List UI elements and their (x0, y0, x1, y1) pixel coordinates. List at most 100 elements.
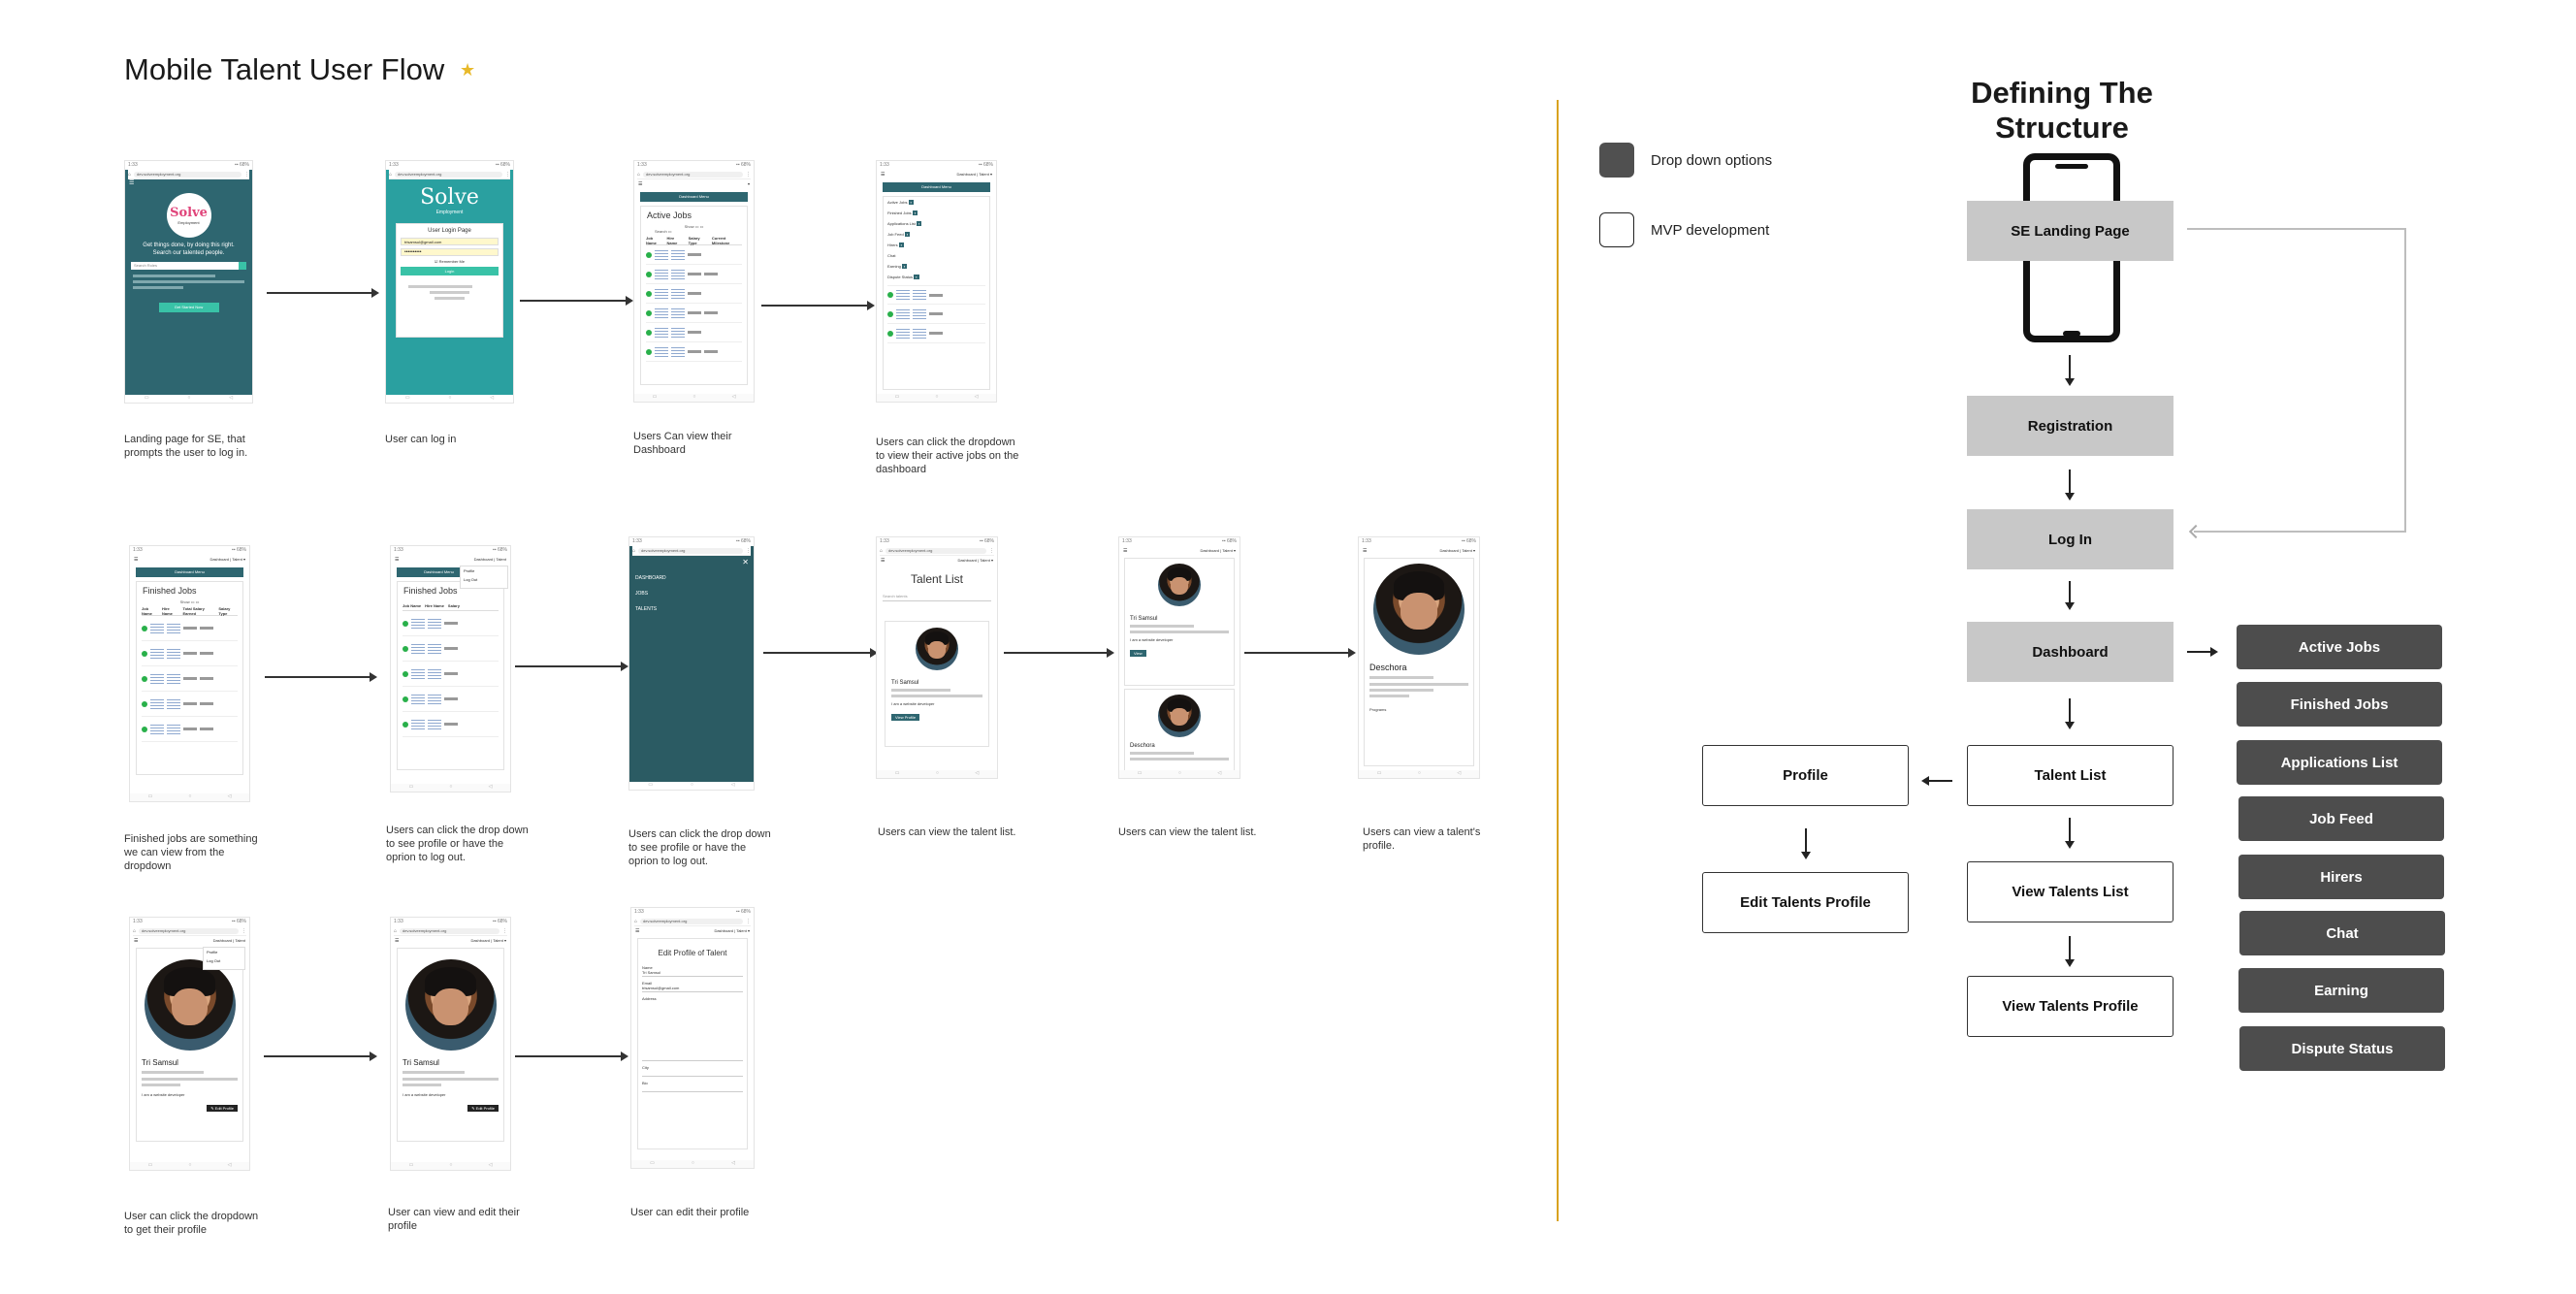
dropdown-item-logout[interactable]: Log Out (464, 577, 478, 582)
email-field[interactable]: trisamsul@gmail.com (642, 986, 743, 992)
arrow (515, 662, 628, 671)
search-input[interactable]: Search Roles (131, 262, 246, 270)
remember-checkbox[interactable]: ☑ Remember Me (434, 259, 466, 264)
caption: Users can click the drop down to see pro… (628, 828, 771, 867)
table-row[interactable] (646, 284, 742, 304)
caption: Finished jobs are something we can view … (124, 833, 258, 872)
profile-card: Tri Samsul I am a website developer ✎ Ed… (136, 948, 243, 1142)
phone-finished-dropdown: 1:33▪▪ 68% ☰Dashboard | Talent Dashboard… (390, 545, 511, 793)
table-row[interactable] (646, 342, 742, 362)
phone-my-profile: 1:33▪▪ 68% ⌂dev.solveemployment.org⋮ ☰Da… (390, 917, 511, 1171)
avatar (144, 959, 236, 1051)
dropdown-item[interactable]: Dispute Status ▪ (887, 275, 919, 279)
dropdown-item[interactable]: Job Feed ▪ (887, 232, 911, 237)
table-row[interactable] (402, 687, 499, 712)
menu-icon[interactable]: ☰ (638, 180, 643, 187)
legend-dropdown-label: Drop down options (1651, 152, 1773, 169)
dropdown-item[interactable]: Earning ▪ (887, 264, 908, 269)
legend-mvp-label: MVP development (1651, 222, 1770, 239)
arrowhead (2188, 524, 2204, 539)
phone-finished-jobs: 1:33▪▪ 68% ☰Dashboard | Talent ▾ Dashboa… (129, 545, 250, 802)
avatar (1158, 564, 1201, 606)
table-row[interactable] (142, 692, 238, 717)
table-row[interactable] (142, 616, 238, 641)
table-row[interactable] (646, 323, 742, 342)
table-row[interactable] (646, 304, 742, 323)
phone-talent-list: 1:33▪▪ 68% ⌂dev.solveemployment.org⋮ ☰Da… (876, 536, 998, 779)
dashboard-menu[interactable]: Dashboard Menu (640, 192, 748, 202)
flow-se-landing: SE Landing Page (1967, 201, 2174, 261)
dropdown-job-feed: Job Feed (2238, 796, 2444, 841)
phone-login: 1:33▪▪ 68% ⌂dev.solveemployment.org⋮ Sol… (385, 160, 514, 404)
dropdown-item[interactable]: Finished Jobs ▪ (887, 210, 918, 215)
dropdown-item-profile[interactable]: Profile (207, 950, 218, 954)
caption: User can edit their profile (630, 1207, 750, 1218)
table-row[interactable] (646, 245, 742, 265)
talent-card[interactable]: Tri Samsul I am a website developer View (1124, 558, 1235, 686)
address-field[interactable] (642, 1001, 743, 1061)
caption: User can click the dropdown to get their… (124, 1211, 259, 1236)
login-button[interactable]: Login (401, 267, 499, 275)
caption: Users Can view their Dashboard (633, 431, 732, 456)
table-row[interactable] (402, 636, 499, 662)
dropdown-item[interactable]: Active Jobs ▪ (887, 200, 914, 205)
arrow (2187, 647, 2218, 657)
caption: Landing page for SE, that prompts the us… (124, 434, 248, 459)
email-field[interactable]: trisamsul@gmail.com (401, 238, 499, 245)
table-row[interactable] (402, 712, 499, 737)
dashboard-menu[interactable]: Dashboard Menu (883, 182, 990, 192)
talent-card[interactable]: Tri Samsul I am a website developer View… (885, 621, 989, 747)
search-input[interactable]: Search talents (883, 594, 991, 601)
edit-profile-button[interactable]: ✎ Edit Profile (467, 1105, 499, 1112)
view-profile-button[interactable]: View Profile (891, 714, 920, 721)
logo: Solve Employment (420, 185, 479, 215)
dropdown-item-profile[interactable]: Profile (464, 568, 475, 573)
view-profile-button[interactable]: View (1130, 650, 1146, 657)
nav-item-dashboard[interactable]: DASHBOARD (635, 575, 666, 581)
dropdown-item[interactable]: Hirers ▪ (887, 243, 905, 247)
nav-item-jobs[interactable]: JOBS (635, 591, 649, 597)
phone-dashboard-dropdown: 1:33▪▪ 68% ☰Dashboard | Talent ▾ Dashboa… (876, 160, 997, 403)
flow-login: Log In (1967, 509, 2174, 569)
password-field[interactable]: •••••••••• (401, 248, 499, 256)
table-row[interactable] (142, 641, 238, 666)
nav-item-talents[interactable]: TALENTS (635, 606, 658, 612)
phone-edit-profile: 1:33▪▪ 68% ⌂dev.solveemployment.org⋮ ☰Da… (630, 907, 755, 1169)
name-field[interactable]: Tri Samsul (642, 970, 743, 977)
table-row[interactable] (142, 666, 238, 692)
arrow (2065, 355, 2075, 386)
arrow (761, 301, 875, 310)
edit-profile-form: Edit Profile of Talent Name Tri Samsul E… (637, 938, 748, 1149)
table-row[interactable] (142, 717, 238, 742)
dropdown-item-logout[interactable]: Log Out (207, 958, 221, 963)
talent-card[interactable]: Deschora (1124, 689, 1235, 776)
flow-talent-list: Talent List (1967, 745, 2174, 806)
bio-field[interactable] (642, 1085, 743, 1092)
connector (2404, 228, 2406, 533)
close-icon[interactable]: ✕ (742, 558, 749, 566)
legend-mvp-swatch (1599, 212, 1634, 247)
phone-talent-profile: 1:33▪▪ 68% ☰Dashboard | Talent ▾ Deschor… (1358, 536, 1480, 779)
dashboard-menu[interactable]: Dashboard Menu (136, 567, 243, 577)
star-icon: ★ (460, 60, 476, 80)
edit-profile-button[interactable]: ✎ Edit Profile (207, 1105, 238, 1112)
avatar (916, 628, 958, 670)
avatar (404, 959, 497, 1051)
arrow (520, 296, 633, 306)
dropdown-dispute-status: Dispute Status (2239, 1026, 2445, 1071)
connector (2187, 228, 2406, 230)
city-field[interactable] (642, 1070, 743, 1077)
table-row[interactable] (402, 662, 499, 687)
table-row[interactable] (646, 265, 742, 284)
dropdown-item[interactable]: Applications List ▪ (887, 221, 922, 226)
phone-dashboard: 1:33▪▪ 68% ⌂dev.solveemployment.org⋮ ☰▾ … (633, 160, 755, 403)
caption: Users can click the drop down to see pro… (386, 825, 529, 863)
caption: User can log in (385, 434, 457, 445)
phone-my-profile-dropdown: 1:33▪▪ 68% ⌂dev.solveemployment.org⋮ ☰Da… (129, 917, 250, 1171)
dropdown-item[interactable]: Chat (887, 253, 896, 258)
get-started-button[interactable]: Get Started Now (158, 303, 219, 312)
table-row[interactable] (402, 611, 499, 636)
flow-dashboard: Dashboard (1967, 622, 2174, 682)
